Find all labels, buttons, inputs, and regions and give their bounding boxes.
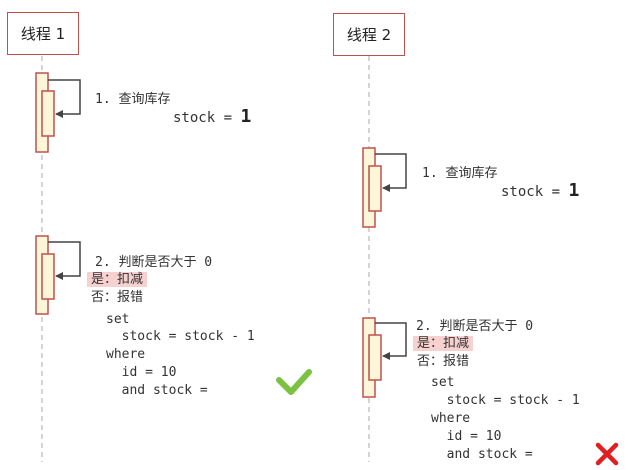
- thread1-yes-line: 是：扣减: [87, 271, 148, 289]
- thread1-sql-line: where: [106, 347, 146, 362]
- thread2-no-line: 否：报错: [417, 354, 470, 369]
- thread1-sql-line: stock = stock - 1: [106, 329, 255, 344]
- thread1-check-activation: [35, 235, 81, 315]
- thread2-stock-label: stock =: [501, 184, 569, 200]
- thread1-sql-line: id = 10: [106, 365, 177, 380]
- thread1-yes-highlight: 是：扣减: [87, 272, 148, 287]
- thread2-stock-readout: stock = 1: [501, 182, 579, 201]
- thread2-query-step: 1. 查询库存: [422, 166, 498, 181]
- thread2-stock-value: 1: [568, 180, 580, 201]
- thread1-sql-line: set: [106, 312, 130, 327]
- thread2-yes-highlight: 是：扣减: [413, 336, 474, 351]
- thread1-no-line: 否：报错: [91, 290, 144, 305]
- thread2-sql-line: set: [431, 375, 455, 390]
- thread2-sql-line: stock = stock - 1: [431, 393, 580, 408]
- cross-mark-icon: [595, 442, 619, 466]
- thread2-check-step: 2. 判断是否大于 0: [416, 319, 534, 334]
- thread1-query-activation: [35, 72, 81, 153]
- thread2-sql-line: id = 10: [431, 429, 502, 444]
- thread2-header: 线程 2: [333, 13, 405, 56]
- thread1-stock-value: 1: [240, 106, 252, 127]
- thread2-sql-line: where: [431, 411, 471, 426]
- thread2-yes-line: 是：扣减: [413, 335, 474, 353]
- thread2-check-activation: [362, 317, 407, 398]
- thread1-query-step: 1. 查询库存: [95, 92, 171, 107]
- thread2-query-activation: [362, 147, 407, 228]
- thread1-header: 线程 1: [7, 12, 79, 55]
- thread1-stock-readout: stock = 1: [173, 108, 251, 127]
- thread1-check-step: 2. 判断是否大于 0: [95, 255, 213, 270]
- check-mark-icon: [276, 369, 312, 395]
- thread2-sql-line: and stock =: [431, 447, 533, 462]
- thread1-stock-label: stock =: [173, 110, 241, 126]
- thread2-title: 线程 2: [346, 26, 392, 44]
- thread1-sql-line: and stock =: [106, 383, 208, 398]
- thread1-title: 线程 1: [20, 25, 66, 43]
